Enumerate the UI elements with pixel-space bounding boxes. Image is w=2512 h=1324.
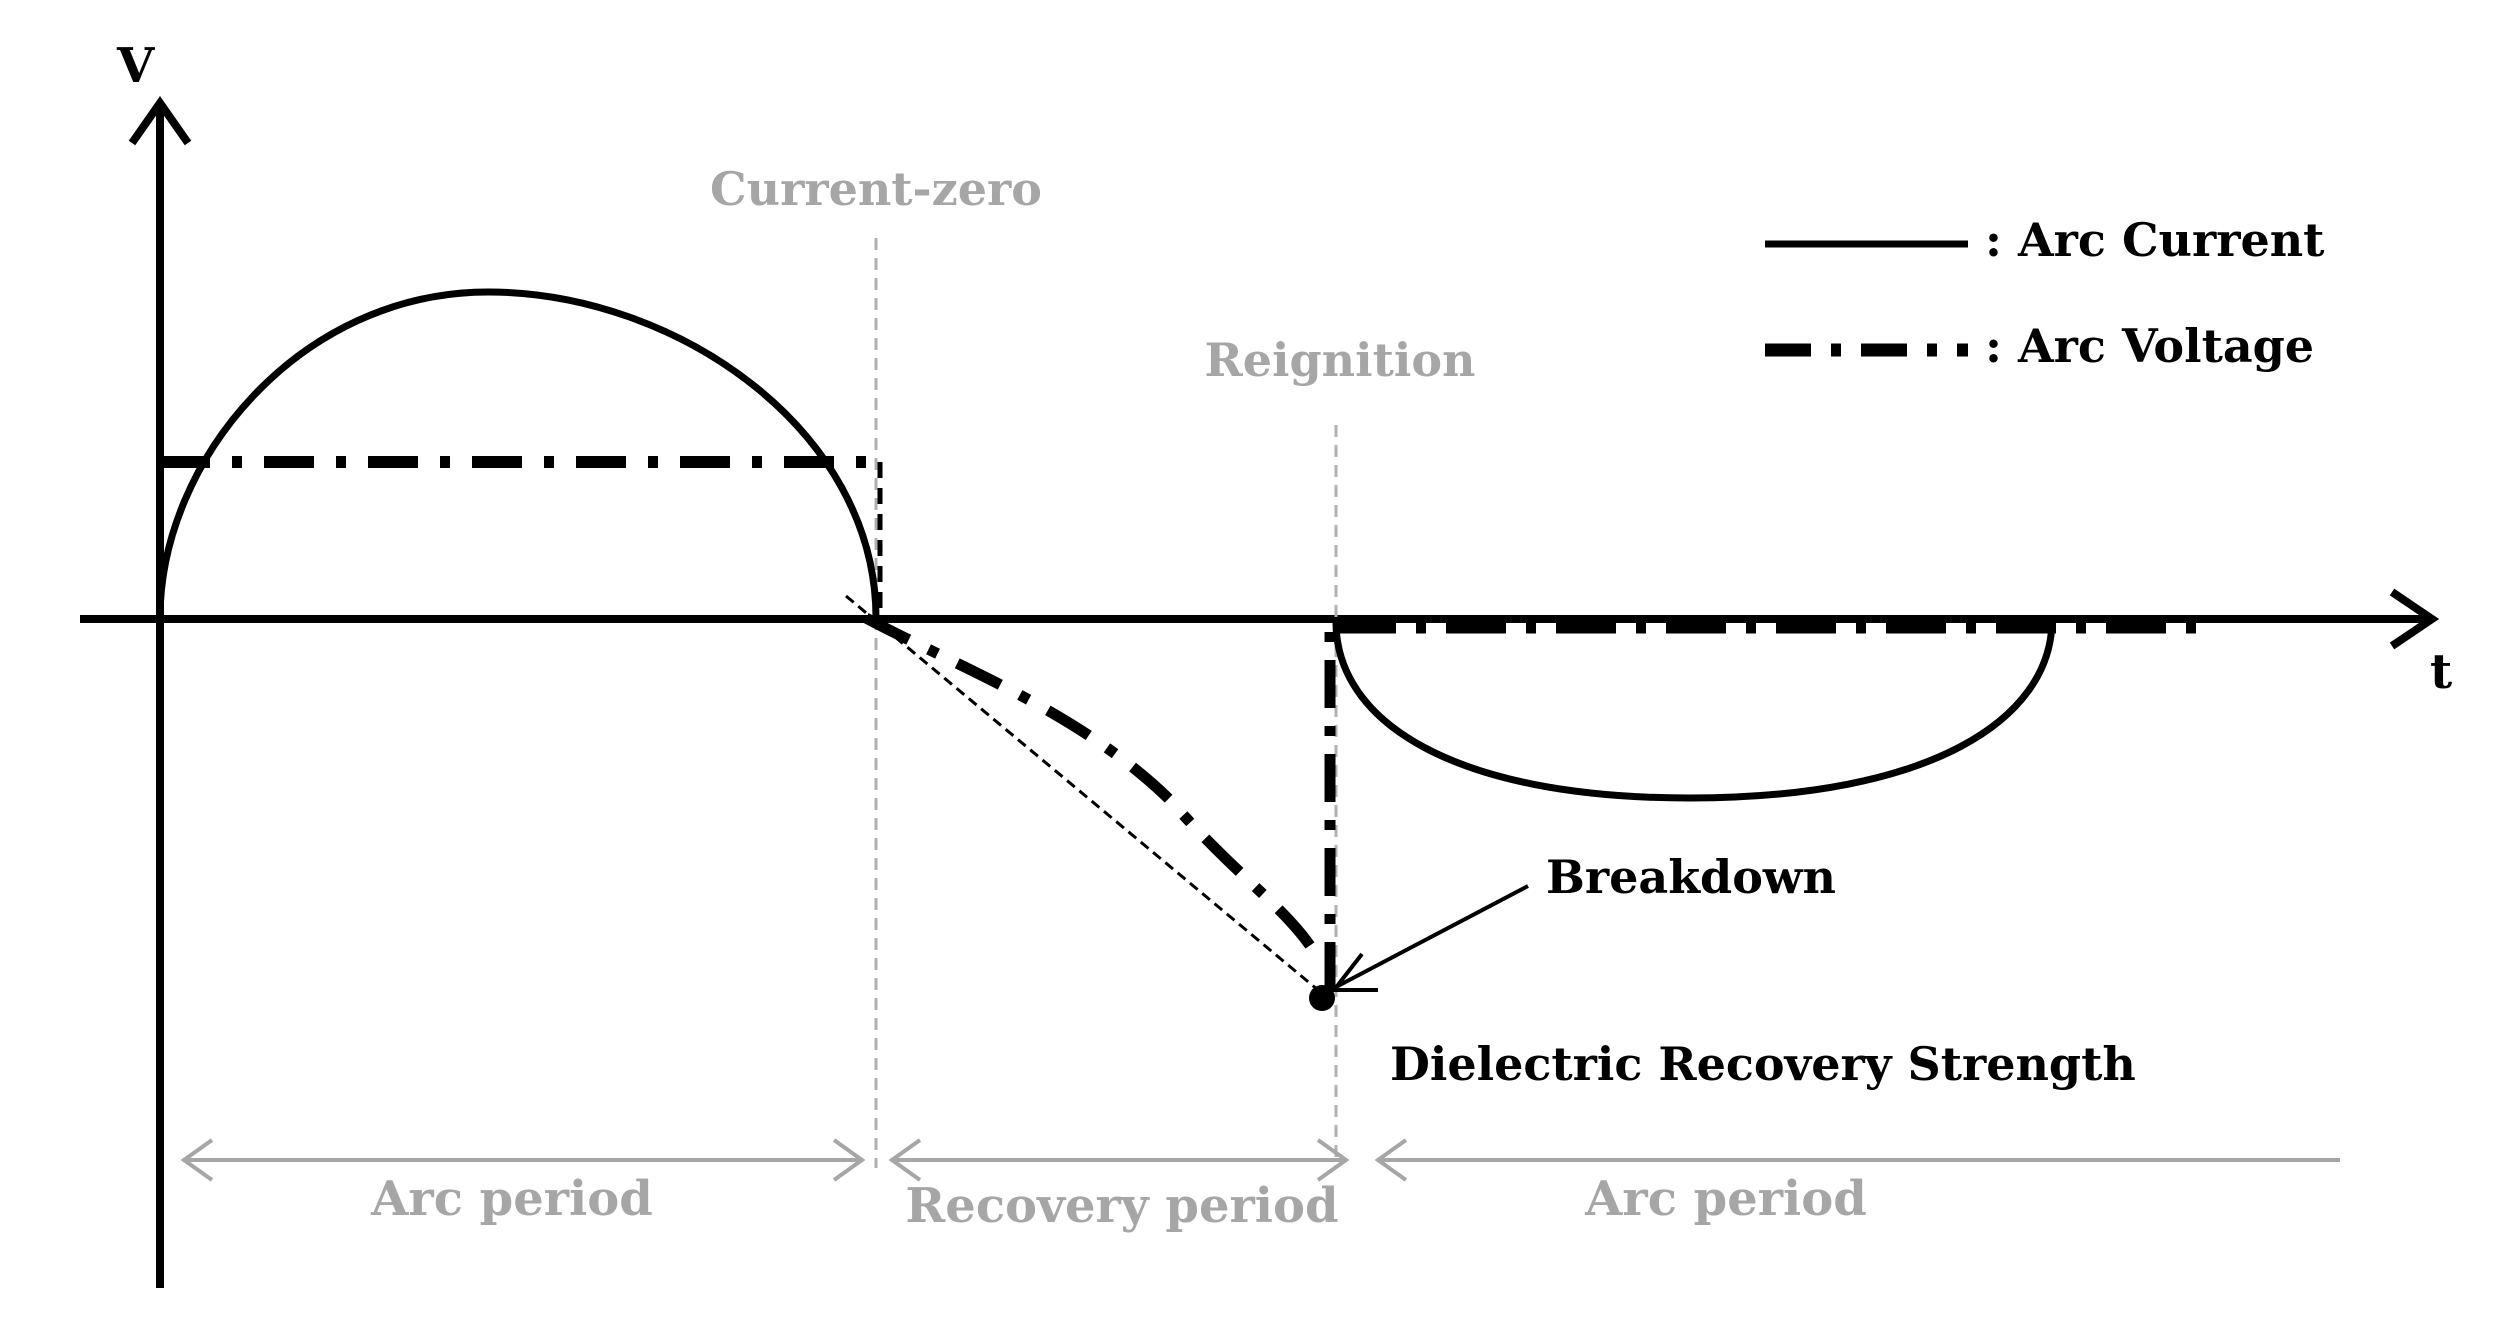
recovery-period-arrow <box>888 1138 1350 1182</box>
breakdown-label: Breakdown <box>1546 850 1836 904</box>
dielectric-recovery-line <box>845 594 1319 992</box>
arc-period-1-label: Arc period <box>370 1171 653 1227</box>
recovery-period-label: Recovery period <box>905 1178 1338 1234</box>
arc-period-1-arrow <box>180 1138 866 1182</box>
breakdown-arrow <box>1329 884 1529 992</box>
legend-current-label: : Arc Current <box>1985 213 2325 267</box>
legend-voltage-label: : Arc Voltage <box>1985 319 2314 373</box>
recovery-voltage-curve <box>863 613 1323 961</box>
breakdown-point <box>1309 985 1335 1011</box>
arc-period-2-arrow <box>1374 1138 2340 1182</box>
x-axis <box>80 588 2440 650</box>
arc-current-negative <box>1332 621 2056 802</box>
x-axis-label: t <box>2430 644 2452 700</box>
arc-period-2-label: Arc period <box>1584 1171 1867 1227</box>
current-zero-label: Current-zero <box>710 162 1042 216</box>
legend: : Arc Current : Arc Voltage <box>1765 213 2325 373</box>
dielectric-label: Dielectric Recovery Strength <box>1390 1037 2136 1091</box>
arc-current-positive <box>156 288 880 619</box>
y-axis-label: V <box>116 38 155 94</box>
reignition-label: Reignition <box>1205 333 1476 387</box>
y-axis <box>128 96 192 1288</box>
